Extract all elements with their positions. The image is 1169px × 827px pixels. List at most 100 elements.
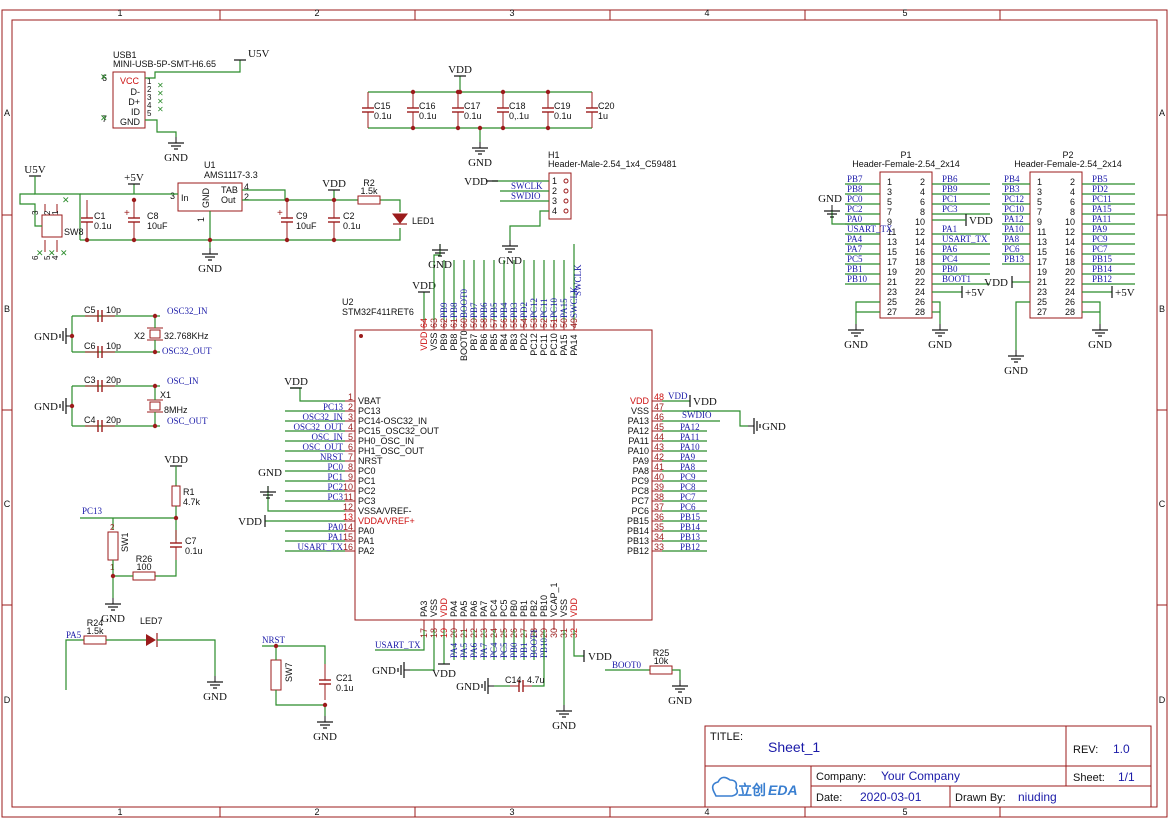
logo-en: EDA bbox=[768, 782, 798, 798]
junction-dot bbox=[273, 643, 279, 649]
mcu-pin-num: 56 bbox=[499, 318, 509, 328]
mcu-pin-name: PC6 bbox=[631, 506, 649, 516]
mcu-pin-name: PB2 bbox=[529, 600, 539, 617]
header-pin-num: 7 bbox=[1037, 207, 1042, 217]
sw1-ref: SW1 bbox=[120, 532, 130, 552]
frame-row-label: C bbox=[1159, 499, 1166, 509]
u1-pin-num: 2 bbox=[244, 192, 249, 202]
mcu-pin-num: 8 bbox=[348, 462, 353, 472]
usb-pin-num: 6 bbox=[102, 73, 107, 83]
wire-b-vss bbox=[410, 630, 435, 671]
u1-pin-num: 4 bbox=[244, 182, 249, 192]
mcu-pin-num: 47 bbox=[654, 402, 664, 412]
header-pin-num: 27 bbox=[887, 307, 897, 317]
junction-dot bbox=[131, 197, 137, 203]
header-left-net: PA7 bbox=[847, 244, 863, 254]
mcu-pin-num: 52 bbox=[539, 318, 549, 328]
header-pin-num: 5 bbox=[1037, 197, 1042, 207]
mcu-pin-name: PH1_OSC_OUT bbox=[358, 446, 425, 456]
cap-ref: C4 bbox=[84, 415, 96, 425]
mcu-pin-num: 63 bbox=[429, 318, 439, 328]
mcu-pin-name: VSS bbox=[429, 599, 439, 617]
mcu-pin-name: NRST bbox=[358, 456, 383, 466]
header-right-net: PC9 bbox=[1092, 234, 1108, 244]
junction-dot bbox=[152, 423, 158, 429]
header-right-net: PB0 bbox=[942, 264, 958, 274]
frame-row-label: D bbox=[4, 695, 11, 705]
mcu-right-net: PB13 bbox=[680, 532, 701, 542]
header-right-net: PC7 bbox=[1092, 244, 1108, 254]
junction-dot bbox=[152, 313, 158, 319]
mcu-left-net: USART_TX bbox=[298, 542, 344, 552]
header-ref: P2 bbox=[1062, 150, 1073, 160]
x1-body bbox=[149, 401, 161, 411]
header-left-net: PC5 bbox=[847, 254, 863, 264]
wire-usart bbox=[375, 630, 425, 651]
header-right-net: PA11 bbox=[1092, 214, 1111, 224]
header-left-net: PA10 bbox=[1004, 224, 1024, 234]
header-right-net: PC4 bbox=[942, 254, 958, 264]
mcu-left-net: PA1 bbox=[328, 532, 343, 542]
cap-ref: C16 bbox=[419, 101, 436, 111]
header-pin-num: 1 bbox=[887, 177, 892, 187]
wire-usb-gnd bbox=[145, 119, 177, 137]
resistor-body bbox=[132, 571, 156, 581]
header-right-net: PB12 bbox=[1092, 274, 1112, 284]
junction-dot bbox=[500, 89, 506, 95]
mcu-top-net: PB4 bbox=[499, 302, 509, 318]
header-ref: P1 bbox=[900, 150, 911, 160]
header-left-net: PB1 bbox=[847, 264, 863, 274]
mcu-pin-num: 55 bbox=[509, 318, 519, 328]
mcu-pin-num: 13 bbox=[343, 512, 353, 522]
cap-polarity: + bbox=[277, 208, 283, 219]
power-label: +5V bbox=[124, 172, 144, 184]
wire-sw8 bbox=[34, 176, 81, 240]
mcu-pin-num: 43 bbox=[654, 442, 664, 452]
usb-body bbox=[112, 71, 146, 129]
mcu-pin-num: 34 bbox=[654, 532, 664, 542]
cap-ref: C2 bbox=[343, 211, 355, 221]
x1-ref: X1 bbox=[160, 390, 171, 400]
h1-vdd-label: VDD bbox=[464, 176, 488, 188]
mcu-top-net: PB3 bbox=[509, 302, 519, 318]
u1-pin-num: 3 bbox=[170, 191, 175, 201]
bottom-vdd32-label: VDD bbox=[588, 651, 612, 663]
mcu-pin-num: 1 bbox=[348, 392, 353, 402]
u1-pin-tab: TAB bbox=[221, 185, 238, 195]
mcu-pin-num: 6 bbox=[348, 442, 353, 452]
h1-net-swclk: SWCLK bbox=[511, 181, 543, 191]
u1-pin-gnd: GND bbox=[201, 188, 211, 209]
cap-value: 10uF bbox=[147, 221, 168, 231]
header-right-net: PA6 bbox=[942, 244, 958, 254]
junction-dot bbox=[69, 333, 75, 339]
junction-dot bbox=[457, 89, 463, 95]
u1-ref: U1 bbox=[204, 160, 216, 170]
frame-column-label: 2 bbox=[314, 8, 319, 18]
h1-pin-num: 2 bbox=[552, 186, 557, 196]
u1-pin-out: Out bbox=[221, 195, 236, 205]
header-pin-num: 28 bbox=[1065, 307, 1075, 317]
mcu-pin-name: PB14 bbox=[627, 526, 649, 536]
frame-row-label: C bbox=[4, 499, 11, 509]
mcu-pin-name: PA5 bbox=[459, 601, 469, 617]
mcu-right-net: PC6 bbox=[680, 502, 696, 512]
schematic-drawing: USB1MINI-USB-5P-SMT-H6.65VCCD-D+IDGND671… bbox=[19, 48, 1135, 743]
led7-body bbox=[146, 634, 156, 646]
mcu-pin-num: 3 bbox=[348, 412, 353, 422]
sw8-pin-num: 1 bbox=[51, 210, 60, 215]
gnd-label: GND bbox=[498, 255, 522, 267]
osc-in-net: OSC_IN bbox=[167, 376, 199, 386]
title-block: TITLE: Sheet_1 REV: 1.0 Company: Your Co… bbox=[704, 725, 1152, 808]
header-left-net: PA4 bbox=[847, 234, 863, 244]
mcu-pin-num: 45 bbox=[654, 422, 664, 432]
led7-pa5-net: PA5 bbox=[66, 630, 82, 640]
mcu-top-net: PC12 bbox=[529, 298, 539, 318]
led1-body bbox=[391, 213, 409, 224]
mcu-pin-num: 57 bbox=[489, 318, 499, 328]
rev-value: 1.0 bbox=[1113, 742, 1130, 756]
mcu-pin-num: 60 bbox=[459, 318, 469, 328]
header-pin-num: 17 bbox=[887, 257, 897, 267]
frame-column-label: 2 bbox=[314, 807, 319, 817]
resistor-ref: R2 bbox=[363, 178, 375, 188]
frame-column-label: 5 bbox=[902, 807, 907, 817]
